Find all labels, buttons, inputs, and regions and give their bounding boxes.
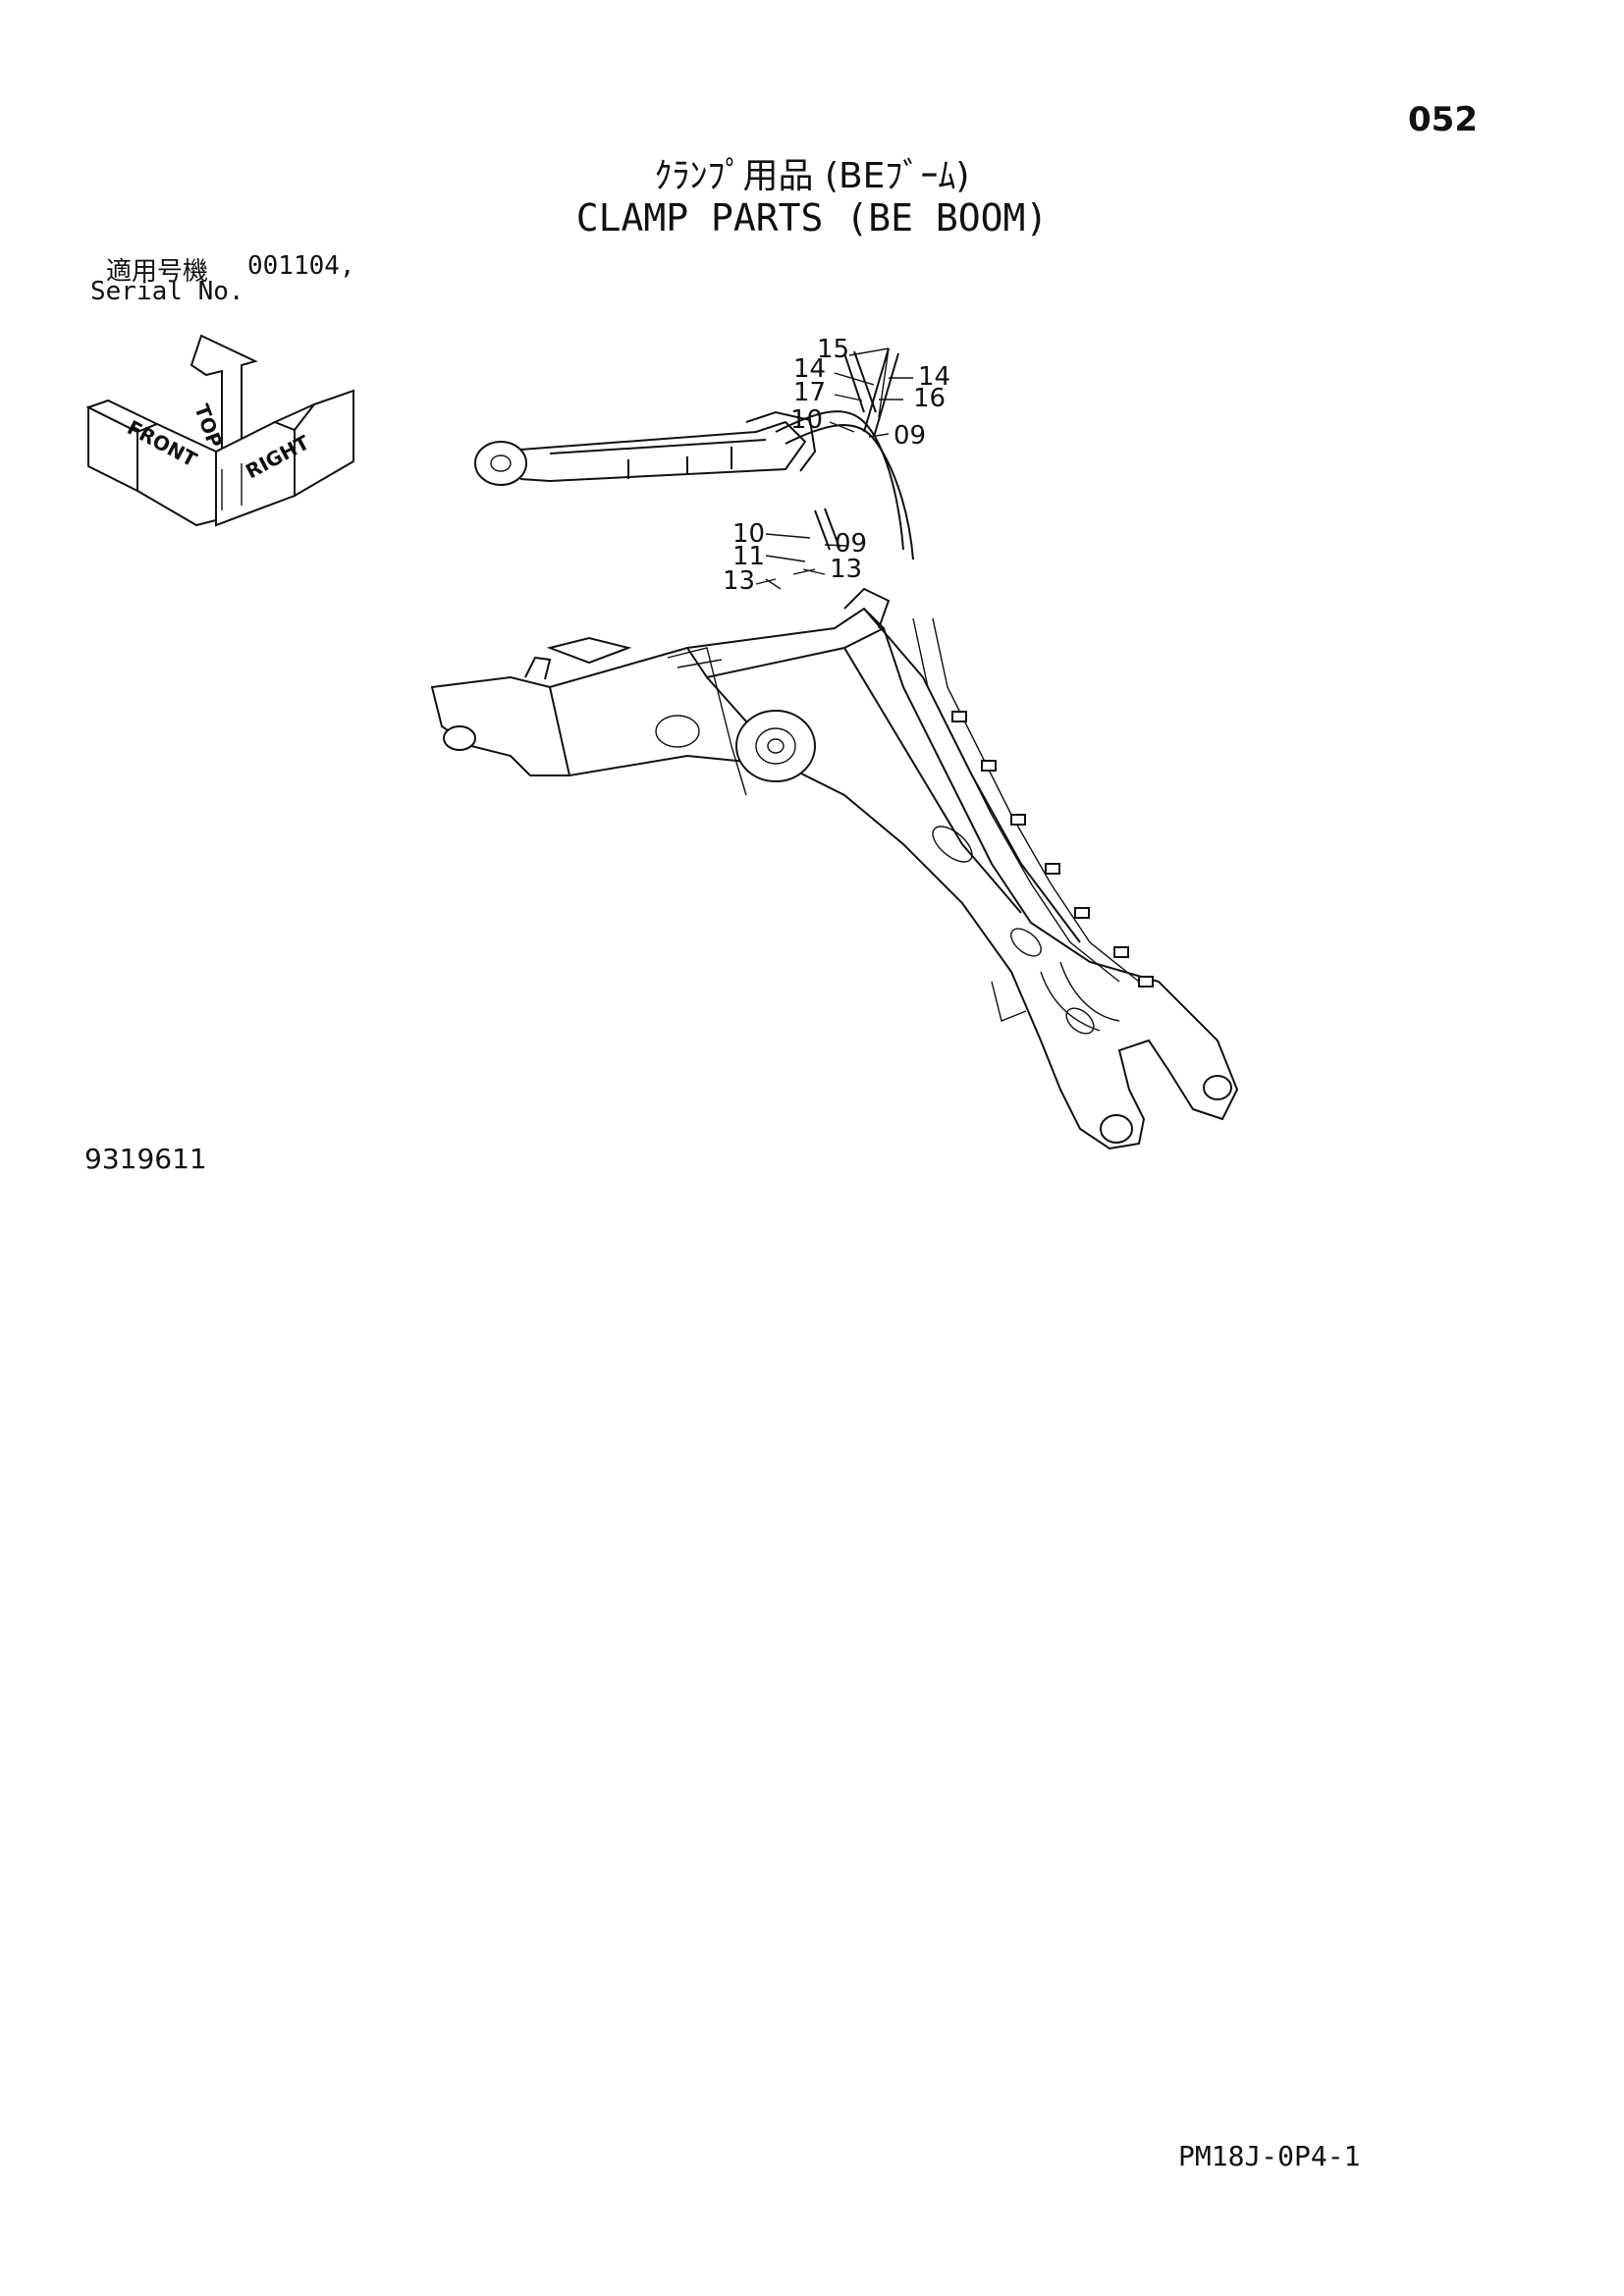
callout-13-left: 13 bbox=[723, 566, 755, 596]
boom-drawing bbox=[430, 587, 1239, 1150]
title-english: CLAMP PARTS (BE BOOM) bbox=[575, 196, 1049, 240]
orientation-compass: TOP FRONT RIGHT bbox=[85, 334, 354, 527]
callout-11: 11 bbox=[732, 542, 765, 571]
part-code: PM18J-0P4-1 bbox=[1178, 2140, 1361, 2172]
callout-09-upper: 09 bbox=[893, 421, 926, 451]
serial-label-english: Serial No. bbox=[90, 277, 244, 306]
callout-14-right: 14 bbox=[918, 362, 950, 392]
hose-lines bbox=[775, 347, 914, 561]
callout-14-left: 14 bbox=[793, 354, 826, 384]
callout-15: 15 bbox=[817, 335, 849, 364]
callout-13-right: 13 bbox=[830, 555, 862, 584]
callout-10-upper: 10 bbox=[790, 405, 823, 435]
drawing-number: 9319611 bbox=[84, 1143, 207, 1175]
page-number: 052 bbox=[1408, 100, 1478, 139]
title-japanese: ｸﾗﾝﾌﾟ用品 (BEﾌﾞｰﾑ) bbox=[654, 156, 970, 196]
serial-value: 001104, bbox=[247, 251, 355, 281]
leader-lines bbox=[755, 347, 913, 590]
callout-09-lower: 09 bbox=[835, 529, 867, 559]
arm-cylinder-drawing bbox=[474, 410, 817, 486]
serial-label-japanese: 適用号機 bbox=[106, 257, 209, 287]
callout-10-lower: 10 bbox=[732, 519, 765, 549]
callout-16: 16 bbox=[913, 384, 946, 413]
boom-clamps bbox=[667, 617, 1154, 1032]
callout-17: 17 bbox=[793, 378, 826, 407]
